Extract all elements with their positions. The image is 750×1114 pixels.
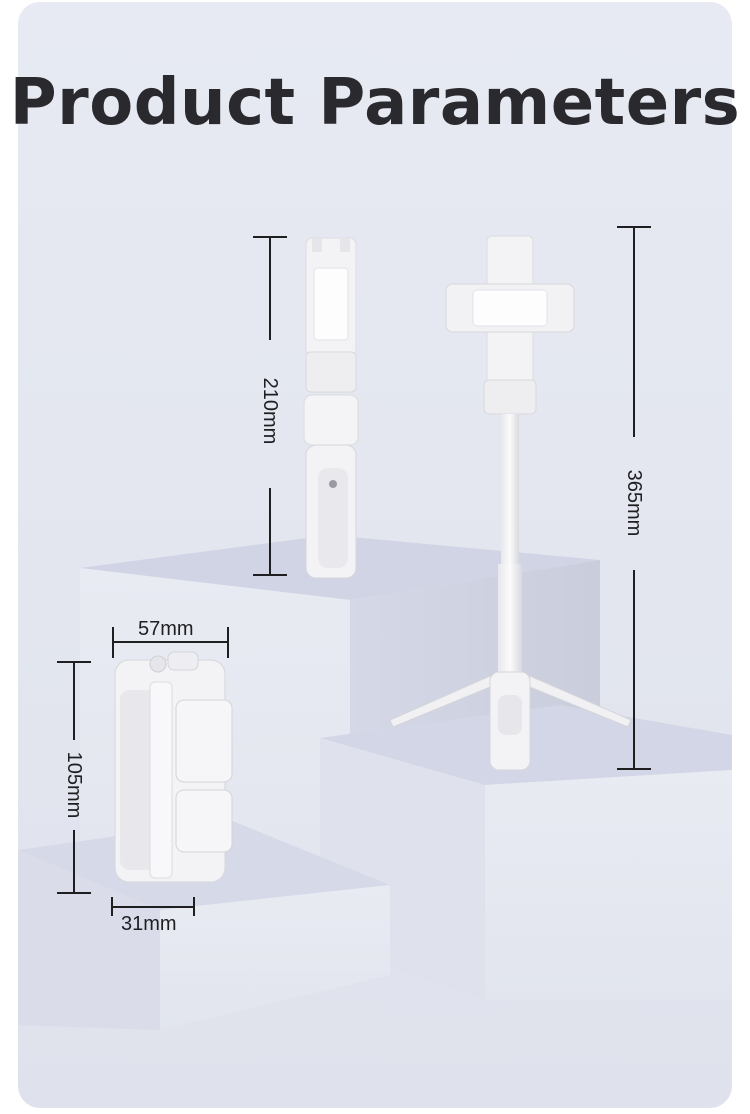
dimension-lines [57, 226, 651, 916]
folded-height-label: 210mm [259, 377, 281, 445]
folded-selfie-stick [303, 237, 359, 579]
body-height-label: 105mm [63, 751, 85, 819]
body-depth-label: 31mm [121, 913, 177, 935]
compact-body [114, 651, 233, 883]
body-width-label: 57mm [138, 618, 194, 640]
extended-selfie-stick [389, 235, 632, 771]
extended-height-label: 365mm [623, 469, 645, 537]
page-title: Product Parameters [9, 66, 741, 140]
